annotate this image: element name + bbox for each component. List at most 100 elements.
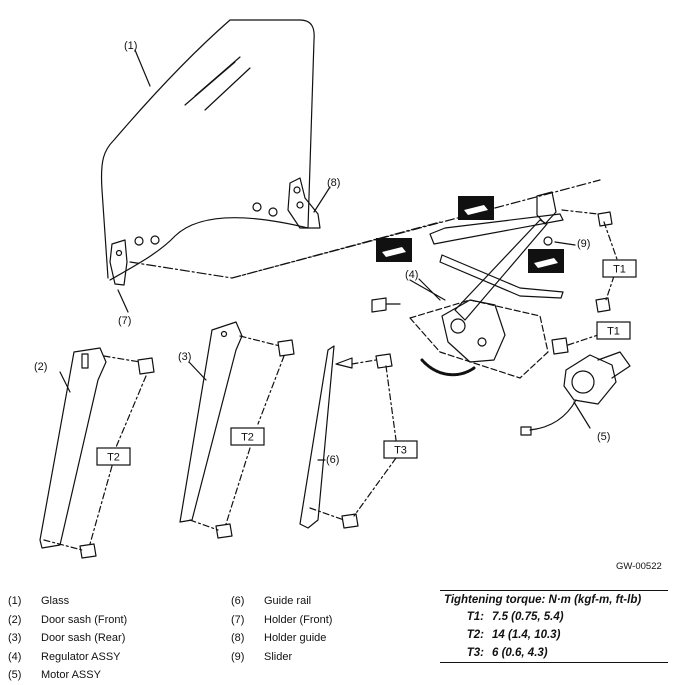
legend-number: (4) [8, 650, 22, 663]
sash-rear-leaders [189, 335, 285, 531]
legend-label: Door sash (Rear) [41, 632, 126, 644]
legend-number: (1) [8, 595, 22, 607]
sash-front-bolt-lower [79, 543, 97, 559]
torque-rule-bottom [440, 662, 668, 663]
legend-number: (7) [231, 613, 245, 626]
torque-rule-top [440, 590, 668, 591]
legend-item: (4) Regulator ASSY [8, 648, 127, 667]
callout-guide-rail: (6) [326, 454, 339, 466]
torque-value: 7.5 (0.75, 5.4) [492, 611, 564, 623]
torque-row: T2: 14 (1.4, 10.3) [440, 626, 668, 644]
sash-rear-bolt-lower [215, 523, 233, 539]
legend-label: Guide rail [264, 595, 312, 607]
legend-number: (5) [8, 669, 22, 681]
torque-tag-box-t2-left [96, 447, 131, 466]
motor-can [597, 351, 631, 379]
legend-label: Door sash (Front) [41, 613, 128, 626]
sash-front-bolt-upper [137, 357, 155, 375]
slider-part [543, 236, 553, 246]
regulator-arm-cross [454, 219, 548, 321]
legend-label: Regulator ASSY [41, 650, 121, 663]
torque-tag-t1-lower: T1 [607, 326, 620, 338]
torque-key: T2: [466, 629, 484, 641]
regulator-arm-lower [439, 254, 564, 299]
torque-tag-box-t1-upper [602, 259, 637, 278]
legend-number: (9) [231, 650, 245, 663]
legend-number: (6) [231, 595, 245, 607]
regulator-hole [477, 337, 487, 347]
legend-item: (8)Holder guide [231, 629, 332, 648]
motor-wire [529, 399, 577, 431]
motor-connector [520, 426, 532, 436]
holder-guide-hole [296, 201, 304, 209]
bolt-t1-lower [595, 297, 611, 313]
holder-front-hole [115, 249, 123, 257]
bolt-t1-upper [597, 211, 613, 227]
guide-rail-bolt-upper [375, 353, 393, 369]
callout-glass: (1) [124, 40, 137, 52]
door-sash-rear [179, 321, 243, 523]
glass-stud [252, 202, 262, 212]
callout-motor: (5) [597, 431, 610, 443]
legend-item: (6) Guide rail [231, 592, 332, 611]
callout-door-sash-front: (2) [34, 361, 47, 373]
torque-title: Tightening torque: N·m (kgf-m, ft-lb) [444, 594, 642, 606]
legend-item: (7) Holder (Front) [231, 611, 332, 630]
reference-code: GW-00522 [616, 561, 662, 572]
legend-label: Motor ASSY [41, 669, 101, 681]
torque-tag-t2-left: T2 [107, 452, 120, 464]
glass-outline [100, 19, 315, 281]
window-up-badges [376, 196, 564, 273]
callout-holder-guide: (8) [327, 177, 340, 189]
guide-rail-clip [335, 357, 353, 369]
alignment-line [129, 179, 601, 279]
legend-item: (1) Glass [8, 592, 127, 611]
torque-value: 14 (1.4, 10.3) [492, 629, 561, 641]
torque-row: T1: 7.5 (0.75, 5.4) [440, 608, 668, 626]
torque-tag-box-t2-mid [230, 427, 265, 446]
legend-label: Holder (Front) [264, 613, 333, 626]
glass-stud [134, 236, 144, 246]
torque-tag-t3: T3 [394, 445, 407, 457]
holder-front-bracket [109, 239, 128, 286]
torque-tag-box-t1-lower [596, 321, 631, 340]
legend-label: Glass [41, 595, 70, 607]
legend-item: (3) Door sash (Rear) [8, 629, 127, 648]
sash-front-leaders [43, 355, 147, 551]
glass-reflection-line [184, 56, 251, 111]
sash-front-slot [81, 353, 89, 369]
guide-rail-leaders [309, 359, 397, 521]
bolt-t1-mid [551, 337, 569, 355]
guide-rail-bolt-lower [341, 513, 359, 529]
legend-item: (9)Slider [231, 648, 332, 667]
holder-guide-part [287, 177, 321, 229]
legend-left-column: (1) Glass (2) Door sash (Front) (3) Door sa… [8, 592, 127, 685]
sash-rear-bolt-upper [277, 339, 295, 357]
motor-mount-outline [409, 299, 549, 379]
callout-door-sash-rear: (3) [178, 351, 191, 363]
torque-row: T3: 6 (0.6, 4.3) [440, 644, 668, 662]
glass-stud [150, 235, 160, 245]
legend-number: (3) [8, 632, 22, 644]
torque-tag-t2-mid: T2 [241, 432, 254, 444]
callout-leaders [59, 49, 591, 461]
callout-slider: (9) [577, 238, 590, 250]
regulator-pivot [450, 318, 466, 334]
glass-stud [268, 207, 278, 217]
torque-key: T3: [466, 647, 484, 659]
legend-item: (2) Door sash (Front) [8, 611, 127, 630]
torque-tag-box-t3 [383, 440, 418, 459]
callout-holder-front: (7) [118, 315, 131, 327]
legend-number: (8) [231, 632, 245, 644]
legend-item: (5) Motor ASSY [8, 666, 127, 685]
legend-right-column: (6) Guide rail (7) Holder (Front) (8)Holde… [231, 592, 332, 666]
torque-value: 6 (0.6, 4.3) [492, 647, 548, 659]
torque-table: Tightening torque: N·m (kgf-m, ft-lb) T1… [440, 590, 668, 663]
holder-guide-hole [293, 186, 301, 194]
guide-rail [299, 345, 335, 529]
sash-rear-hole [220, 330, 228, 338]
torque-key: T1: [466, 611, 484, 623]
legend-number: (2) [8, 613, 22, 626]
regulator-arm-upper [429, 213, 564, 245]
regulator-sector-gear [420, 358, 476, 377]
